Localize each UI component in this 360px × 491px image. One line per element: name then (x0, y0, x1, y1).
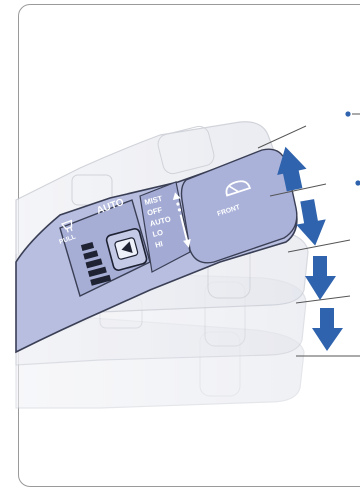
callout-dot-1 (345, 111, 350, 116)
arrow-down-hi (312, 308, 343, 351)
callout-dot-2 (355, 180, 360, 185)
arrow-down-lo (305, 256, 336, 300)
